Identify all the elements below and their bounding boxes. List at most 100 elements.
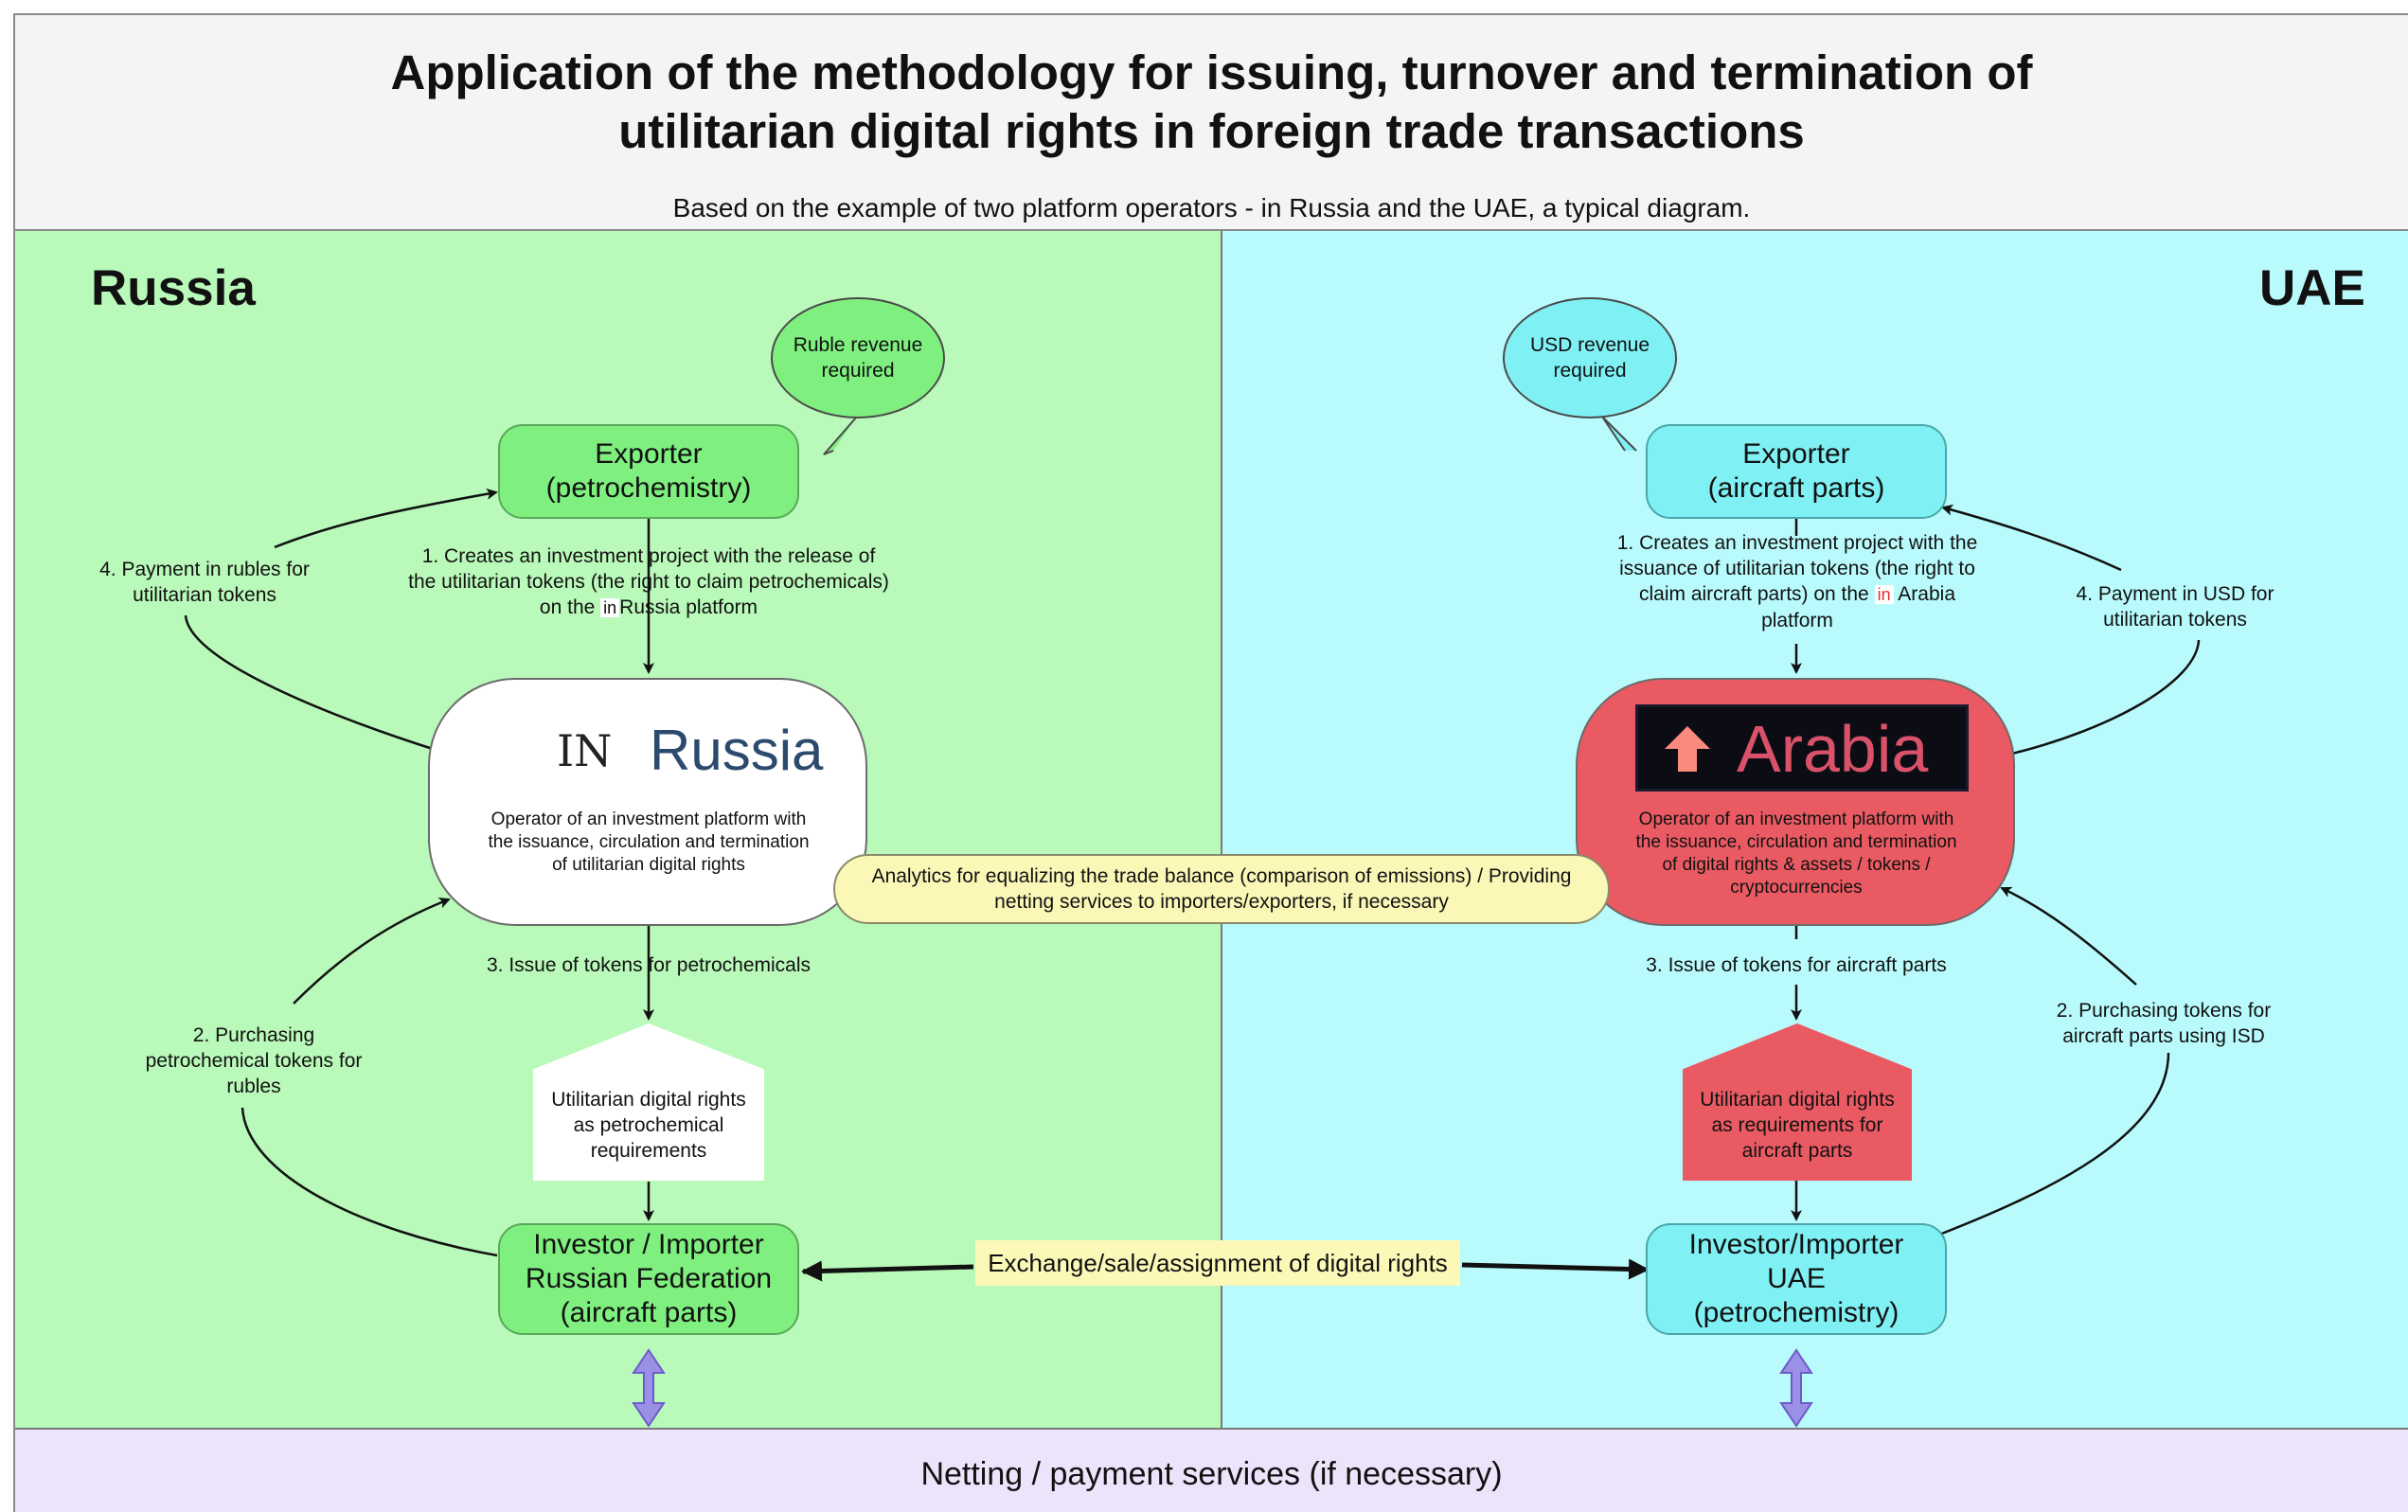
in-logo-mark: in bbox=[1874, 585, 1894, 604]
russia-rights-line-3: requirements bbox=[590, 1140, 707, 1162]
uae-step2-curve-lower bbox=[1938, 1052, 2170, 1236]
in-arabia-logo: Arabia bbox=[1635, 704, 1969, 792]
russia-operator-description: Operator of an investment platform with … bbox=[455, 809, 843, 877]
uae-digital-rights-shape bbox=[1683, 1023, 1912, 1181]
netting-footer: Netting / payment services (if necessary… bbox=[15, 1428, 2408, 1512]
russia-step3-label: 3. Issue of tokens for petrochemicals bbox=[487, 954, 811, 976]
russia-step2-line-1: 2. Purchasing bbox=[192, 1024, 315, 1046]
uae-operator-line-3: of digital rights & assets / tokens / bbox=[1662, 855, 1931, 875]
russia-platform-operator bbox=[428, 678, 867, 926]
uae-revenue-bubble: USD revenue required bbox=[1503, 297, 1677, 418]
title-line-2: utilitarian digital rights in foreign tr… bbox=[618, 104, 1805, 158]
uae-investor-box: Investor/Importer UAE (petrochemistry) bbox=[1646, 1223, 1947, 1335]
russia-step1-line-1: 1. Creates an investment project with th… bbox=[421, 545, 876, 567]
uae-step2-line-2: aircraft parts using ISD bbox=[2062, 1025, 2265, 1047]
russia-investor-line-2: Russian Federation bbox=[525, 1263, 773, 1294]
exchange-arrow-right bbox=[1461, 1258, 1650, 1280]
uae-step1-line-3-pre: claim aircraft parts) on the bbox=[1638, 583, 1869, 605]
russia-exporter-label-1: Exporter bbox=[595, 438, 703, 470]
uae-step4-curve-upper bbox=[1941, 504, 2122, 572]
uae-step2-curve-upper bbox=[2000, 886, 2137, 986]
russia-operator-line-2: the issuance, circulation and terminatio… bbox=[488, 832, 810, 852]
diagram-subtitle: Based on the example of two platform ope… bbox=[672, 193, 1751, 222]
title-line-1: Application of the methodology for issui… bbox=[390, 45, 2033, 99]
uae-rights-line-3: aircraft parts bbox=[1741, 1140, 1853, 1162]
analytics-line-1: Analytics for equalizing the trade balan… bbox=[871, 865, 1572, 887]
russia-step1-line-3-pre: on the bbox=[539, 596, 596, 618]
uae-step1-line-3-post: Arabia bbox=[1898, 583, 1955, 605]
footer-text: Netting / payment services (if necessary… bbox=[920, 1456, 1503, 1492]
uae-bubble-line-1: USD revenue bbox=[1529, 334, 1650, 356]
russia-bubble-line-2: required bbox=[821, 360, 895, 382]
russia-digital-rights-label: Utilitarian digital rights as petrochemi… bbox=[532, 1087, 765, 1164]
russia-revenue-bubble: Ruble revenue required bbox=[771, 297, 945, 418]
in-logo-mark: in bbox=[600, 598, 620, 617]
russia-step4-label: 4. Payment in rubles for utilitarian tok… bbox=[81, 557, 328, 608]
exchange-label: Exchange/sale/assignment of digital righ… bbox=[975, 1240, 1460, 1286]
in-russia-logo-mark: IN bbox=[557, 725, 613, 776]
russia-operator-line-1: Operator of an investment platform with bbox=[491, 809, 807, 829]
russia-step1-label: 1. Creates an investment project with th… bbox=[379, 543, 919, 621]
uae-step3-label: 3. Issue of tokens for aircraft parts bbox=[1646, 954, 1947, 976]
russia-step2-label: 2. Purchasing petrochemical tokens for r… bbox=[129, 1023, 379, 1099]
russia-rights-line-2: as petrochemical bbox=[573, 1114, 724, 1136]
up-arrow-icon bbox=[1665, 726, 1710, 772]
russia-step2-line-3: rubles bbox=[226, 1076, 281, 1097]
russia-investor-box: Investor / Importer Russian Federation (… bbox=[498, 1223, 799, 1335]
uae-step1-line-4: platform bbox=[1761, 610, 1833, 631]
russia-step4-line-1: 4. Payment in rubles for bbox=[99, 559, 310, 580]
uae-step2-line-1: 2. Purchasing tokens for bbox=[2056, 1000, 2272, 1022]
panel-divider bbox=[1221, 231, 1222, 1428]
uae-region-label: UAE bbox=[2259, 260, 2365, 316]
russia-investor-line-3: (aircraft parts) bbox=[560, 1297, 738, 1328]
exchange-arrow-left bbox=[801, 1260, 974, 1282]
russia-step1-line-2: the utilitarian tokens (the right to cla… bbox=[408, 571, 889, 593]
uae-operator-description: Operator of an investment platform with … bbox=[1600, 809, 1992, 899]
uae-exporter-label-2: (aircraft parts) bbox=[1707, 472, 1885, 504]
russia-investor-line-1: Investor / Importer bbox=[533, 1229, 764, 1260]
diagram-title: Application of the methodology for issui… bbox=[15, 44, 2408, 161]
russia-bubble-tail bbox=[823, 416, 858, 455]
uae-step1-line-1: 1. Creates an investment project with th… bbox=[1616, 532, 1978, 554]
russia-rights-line-1: Utilitarian digital rights bbox=[551, 1089, 746, 1111]
analytics-netting-pill: Analytics for equalizing the trade balan… bbox=[833, 854, 1610, 924]
russia-step4-curve-lower bbox=[184, 614, 437, 752]
russia-step2-curve-upper bbox=[293, 898, 451, 1005]
uae-step2-label: 2. Purchasing tokens for aircraft parts … bbox=[2036, 998, 2292, 1049]
russia-netting-double-arrow bbox=[632, 1348, 666, 1428]
russia-step1-line-3-post: Russia platform bbox=[619, 596, 758, 618]
uae-investor-line-1: Investor/Importer bbox=[1688, 1229, 1904, 1260]
uae-step4-curve-lower bbox=[2011, 639, 2201, 756]
russia-step2-line-2: petrochemical tokens for bbox=[145, 1050, 363, 1072]
uae-step4-line-1: 4. Payment in USD for bbox=[2076, 583, 2274, 605]
russia-operator-line-3: of utilitarian digital rights bbox=[552, 855, 745, 875]
uae-bubble-line-2: required bbox=[1553, 360, 1627, 382]
uae-operator-line-4: cryptocurrencies bbox=[1730, 878, 1863, 898]
russia-exporter-label-2: (petrochemistry) bbox=[545, 472, 752, 504]
uae-operator-line-2: the issuance, circulation and terminatio… bbox=[1635, 832, 1957, 852]
russia-step4-line-2: utilitarian tokens bbox=[133, 584, 276, 606]
in-russia-logo-name: Russia bbox=[650, 719, 824, 782]
russia-bubble-line-1: Ruble revenue bbox=[793, 334, 923, 356]
uae-step4-label: 4. Payment in USD for utilitarian tokens bbox=[2057, 581, 2293, 632]
uae-rights-line-2: as requirements for bbox=[1711, 1114, 1883, 1136]
uae-step4-line-2: utilitarian tokens bbox=[2103, 609, 2247, 631]
analytics-line-2: netting services to importers/exporters,… bbox=[994, 891, 1449, 913]
uae-digital-rights-label: Utilitarian digital rights as requiremen… bbox=[1682, 1087, 1913, 1164]
uae-netting-double-arrow bbox=[1779, 1348, 1813, 1428]
uae-exporter-box: Exporter (aircraft parts) bbox=[1646, 424, 1947, 519]
uae-operator-line-1: Operator of an investment platform with bbox=[1638, 809, 1954, 829]
uae-bubble-tail bbox=[1601, 416, 1637, 452]
russia-region-label: Russia bbox=[91, 260, 256, 316]
in-arabia-logo-name: Arabia bbox=[1737, 712, 1929, 786]
uae-investor-line-3: (petrochemistry) bbox=[1693, 1297, 1900, 1328]
russia-step4-curve-upper bbox=[274, 488, 498, 549]
uae-step1-label: 1. Creates an investment project with th… bbox=[1572, 530, 2023, 633]
russia-digital-rights-shape bbox=[533, 1023, 764, 1181]
uae-step1-line-3: claim aircraft parts) on the in Arabia bbox=[1572, 581, 2023, 608]
russia-exporter-box: Exporter (petrochemistry) bbox=[498, 424, 799, 519]
uae-investor-line-2: UAE bbox=[1767, 1263, 1826, 1294]
header: Application of the methodology for issui… bbox=[15, 15, 2408, 231]
